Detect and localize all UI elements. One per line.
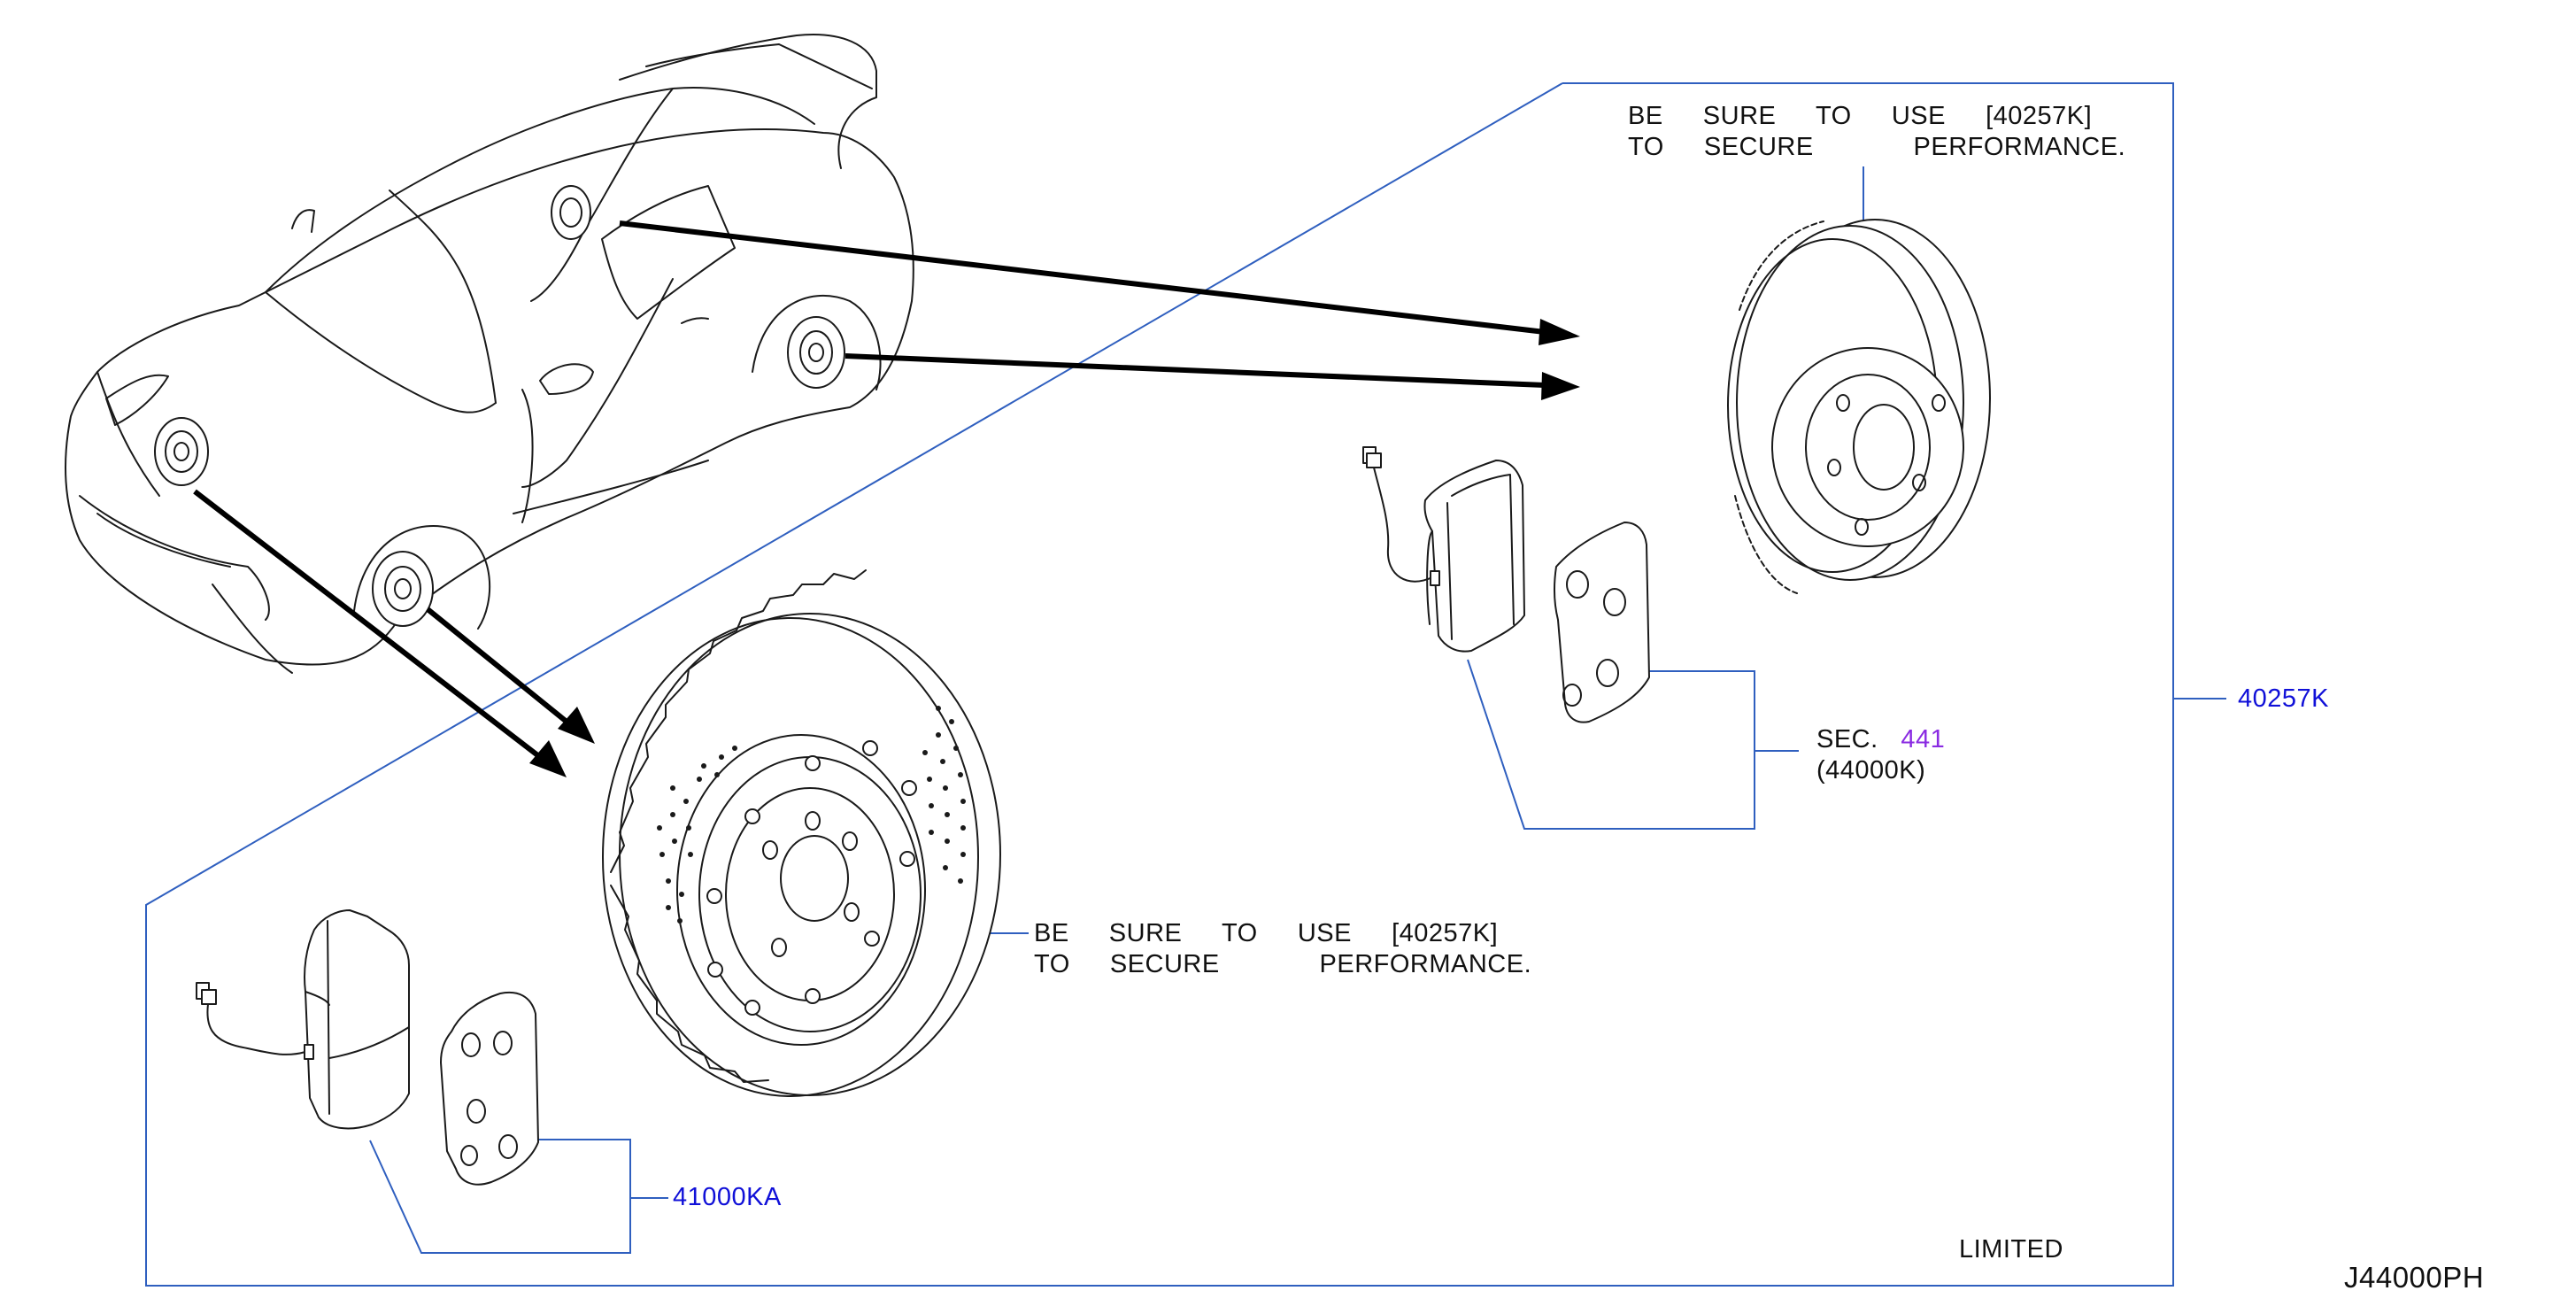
rear-upper-arrow — [619, 220, 1580, 345]
section-441-link[interactable]: 441 — [1901, 725, 1946, 754]
front-brake-pads — [196, 909, 539, 1186]
car-front-right-wheel — [372, 551, 434, 627]
car-rear-left-wheel — [551, 185, 591, 240]
section-reference: SEC. 441 — [1816, 724, 1945, 754]
model-label: LIMITED — [1959, 1235, 2063, 1264]
kit-boundary-frame — [145, 82, 2174, 1287]
rear-brake-rotor — [1727, 219, 1991, 594]
section-part-number: (44000K) — [1816, 756, 1926, 785]
front-rotor-note-line2: TO SECURE PERFORMANCE. — [1034, 950, 1532, 978]
section-prefix: SEC. — [1816, 725, 1878, 754]
front-right-arrow — [426, 607, 595, 744]
rear-rotor-note-line1: BE SURE TO USE [40257K] — [1628, 102, 2093, 130]
rear-lower-arrow — [845, 353, 1580, 400]
car-illustration — [65, 34, 914, 674]
diagram-id: J44000PH — [2344, 1261, 2485, 1294]
front-rotor-note-line1: BE SURE TO USE [40257K] — [1034, 919, 1499, 947]
part-number-41000ka-link[interactable]: 41000KA — [673, 1183, 782, 1211]
car-front-left-wheel — [154, 417, 209, 486]
part-number-40257k-link[interactable]: 40257K — [2238, 684, 2329, 713]
rear-rotor-note-line2: TO SECURE PERFORMANCE. — [1628, 133, 2126, 161]
rotor-drill-holes — [657, 706, 966, 924]
front-left-arrow — [193, 489, 567, 777]
front-pad-bracket — [369, 1139, 631, 1254]
rear-brake-pads — [1362, 446, 1650, 723]
car-rear-right-wheel — [787, 316, 845, 389]
front-brake-rotor — [602, 569, 1001, 1097]
rear-pad-bracket — [1467, 659, 1755, 830]
